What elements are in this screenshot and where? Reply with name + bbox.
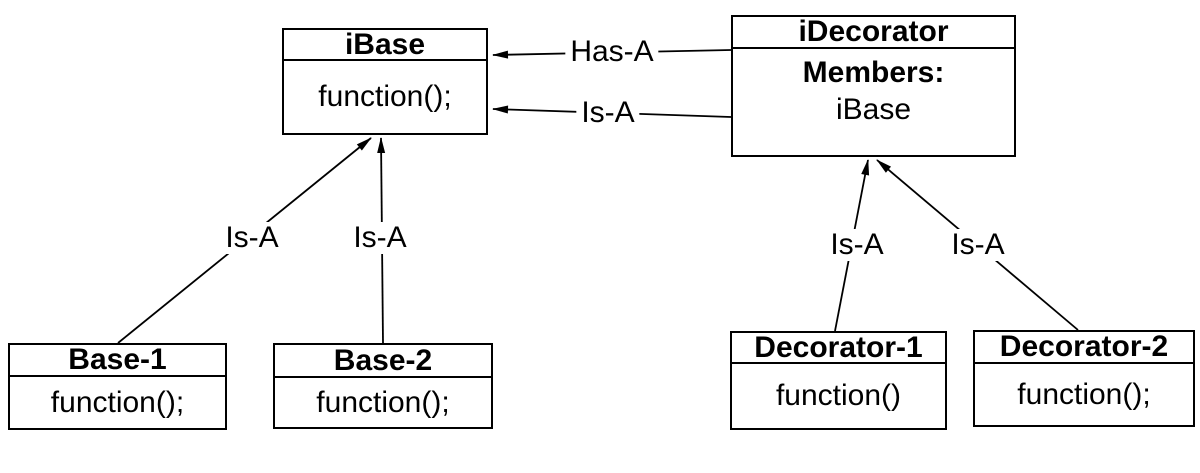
class-method-decorator1: function(): [775, 379, 902, 412]
class-box-idecorator: iDecorator Members: iBase: [731, 15, 1016, 157]
class-box-base2: Base-2 function();: [273, 343, 493, 429]
relation-label-has-a: Has-A: [565, 36, 659, 68]
relation-label-is-a-base1: Is-A: [220, 222, 284, 254]
class-method-base2: function();: [316, 385, 450, 419]
class-title-base2: Base-2: [275, 345, 491, 378]
class-title-base1: Base-1: [10, 345, 225, 377]
relation-label-is-a-decorator2: Is-A: [946, 229, 1010, 261]
relation-label-is-a-base2: Is-A: [348, 222, 412, 254]
relation-label-is-a-idecorator: Is-A: [576, 97, 640, 129]
class-title-decorator2: Decorator-2: [975, 332, 1193, 364]
class-title-ibase: iBase: [284, 30, 486, 61]
class-method-decorator2: function();: [1017, 377, 1151, 411]
class-box-base1: Base-1 function();: [8, 343, 227, 430]
relation-label-is-a-decorator1: Is-A: [825, 229, 889, 261]
class-members-idecorator: Members: iBase: [733, 49, 1014, 155]
class-box-ibase: iBase function();: [282, 28, 488, 135]
class-method-base1: function();: [50, 385, 185, 419]
member-type: iBase: [835, 93, 912, 126]
class-box-decorator1: Decorator-1 function(): [730, 331, 947, 430]
members-label: Members:: [802, 56, 945, 89]
class-box-decorator2: Decorator-2 function();: [973, 330, 1195, 427]
class-method-ibase: function();: [318, 80, 452, 113]
class-title-idecorator: iDecorator: [733, 17, 1014, 49]
class-title-decorator1: Decorator-1: [732, 333, 945, 364]
